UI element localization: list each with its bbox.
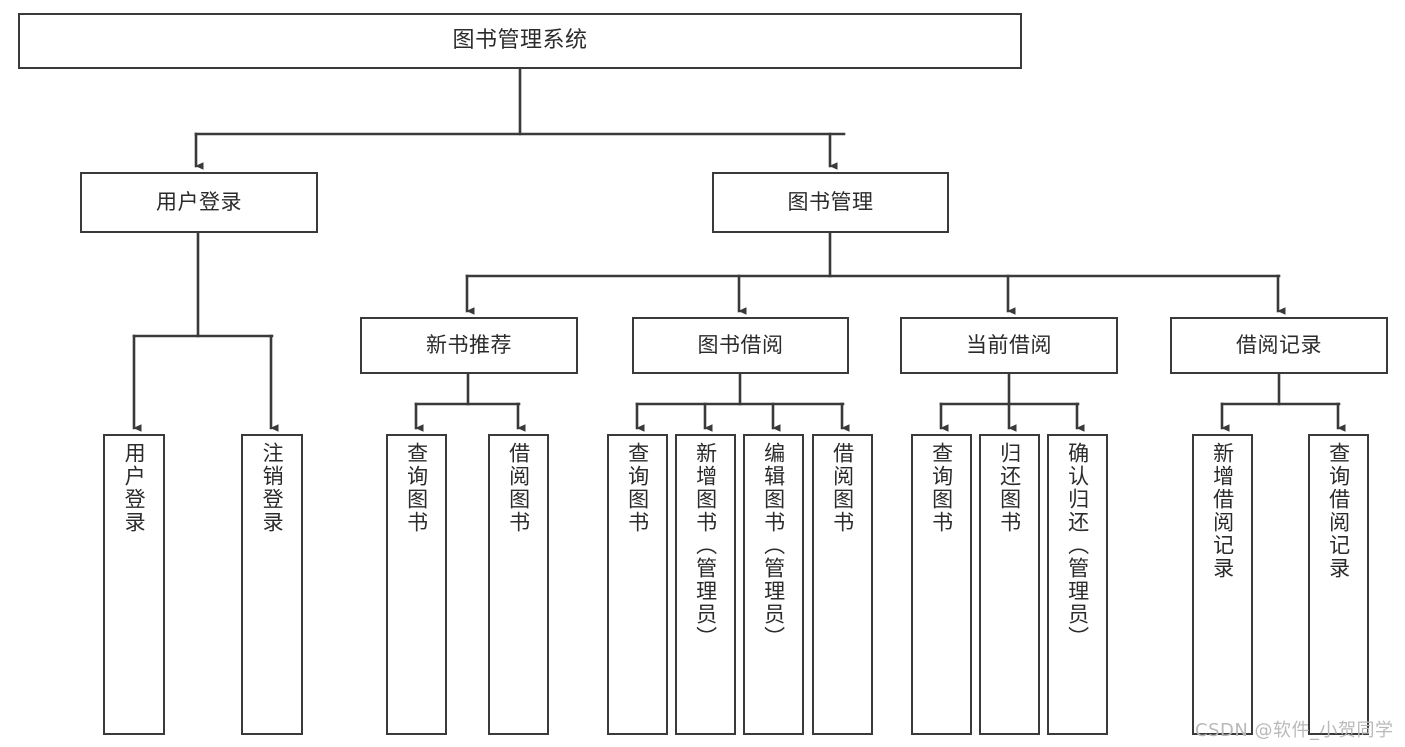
node-book-borrow-label: 图书借阅 bbox=[697, 333, 784, 358]
node-leaf-user-login[interactable]: 用户登录 bbox=[103, 434, 165, 735]
node-user-login-label: 用户登录 bbox=[156, 190, 242, 215]
node-leaf-add-book-label: 新增图书（管理员） bbox=[693, 442, 718, 649]
node-leaf-edit-book-label: 编辑图书（管理员） bbox=[761, 442, 786, 649]
node-new-book-recommend-label: 新书推荐 bbox=[426, 333, 512, 358]
node-leaf-borrow-book-1[interactable]: 借阅图书 bbox=[488, 434, 549, 735]
node-leaf-user-login-label: 用户登录 bbox=[122, 442, 147, 534]
node-book-management-label: 图书管理 bbox=[787, 190, 874, 215]
node-leaf-confirm-return-label: 确认归还（管理员） bbox=[1065, 442, 1090, 649]
node-leaf-query-record-label: 查询借阅记录 bbox=[1326, 442, 1351, 580]
node-borrow-record[interactable]: 借阅记录 bbox=[1170, 317, 1388, 374]
node-current-borrow[interactable]: 当前借阅 bbox=[900, 317, 1118, 374]
node-leaf-query-book-3-label: 查询图书 bbox=[929, 442, 954, 534]
node-root-system-label: 图书管理系统 bbox=[452, 28, 588, 54]
node-new-book-recommend[interactable]: 新书推荐 bbox=[360, 317, 578, 374]
node-leaf-borrow-book-2-label: 借阅图书 bbox=[830, 442, 855, 534]
node-leaf-borrow-book-2[interactable]: 借阅图书 bbox=[812, 434, 873, 735]
node-book-borrow[interactable]: 图书借阅 bbox=[632, 317, 849, 374]
node-leaf-logout-login-label: 注销登录 bbox=[260, 442, 285, 534]
node-leaf-return-book-label: 归还图书 bbox=[997, 442, 1022, 534]
node-user-login[interactable]: 用户登录 bbox=[80, 172, 318, 233]
node-leaf-confirm-return[interactable]: 确认归还（管理员） bbox=[1047, 434, 1108, 735]
node-leaf-query-record[interactable]: 查询借阅记录 bbox=[1308, 434, 1369, 735]
node-leaf-query-book-1-label: 查询图书 bbox=[404, 442, 429, 534]
node-leaf-query-book-2[interactable]: 查询图书 bbox=[607, 434, 668, 735]
node-borrow-record-label: 借阅记录 bbox=[1236, 333, 1322, 358]
node-leaf-add-record[interactable]: 新增借阅记录 bbox=[1192, 434, 1253, 735]
node-leaf-query-book-1[interactable]: 查询图书 bbox=[386, 434, 447, 735]
node-leaf-query-book-3[interactable]: 查询图书 bbox=[911, 434, 972, 735]
node-current-borrow-label: 当前借阅 bbox=[966, 333, 1052, 358]
node-book-management[interactable]: 图书管理 bbox=[712, 172, 949, 233]
node-leaf-query-book-2-label: 查询图书 bbox=[625, 442, 650, 534]
node-leaf-borrow-book-1-label: 借阅图书 bbox=[506, 442, 531, 534]
node-leaf-edit-book[interactable]: 编辑图书（管理员） bbox=[743, 434, 804, 735]
node-leaf-add-book[interactable]: 新增图书（管理员） bbox=[675, 434, 736, 735]
node-leaf-return-book[interactable]: 归还图书 bbox=[979, 434, 1040, 735]
node-root-system[interactable]: 图书管理系统 bbox=[18, 13, 1022, 69]
node-leaf-logout-login[interactable]: 注销登录 bbox=[241, 434, 303, 735]
node-leaf-add-record-label: 新增借阅记录 bbox=[1210, 442, 1235, 580]
csdn-watermark: CSDN @软件_小贺同学 bbox=[1195, 720, 1394, 741]
